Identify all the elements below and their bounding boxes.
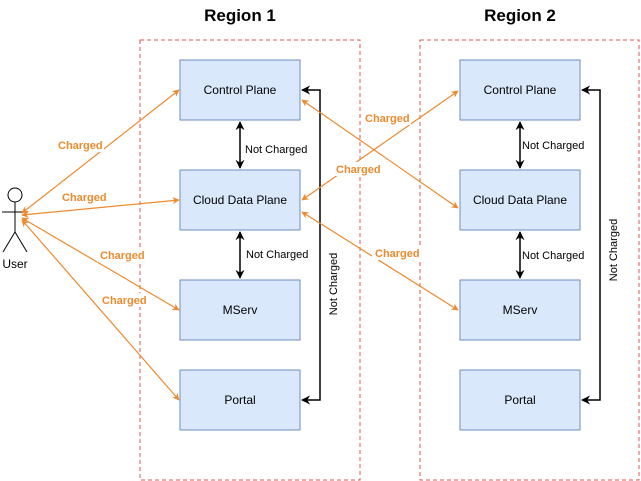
region-2-portal-box [459, 369, 581, 431]
cross-link-2-label-bg [333, 162, 382, 176]
r2-cp-to-r1-cdp-link [301, 90, 459, 201]
region-2-mserv-box [459, 279, 581, 341]
r1-cdp-to-r2-mserv-link [301, 211, 459, 311]
stick-figure-icon [2, 187, 28, 253]
r1-vertical-label: Not Charged [328, 253, 340, 315]
region-1-control-plane-box [179, 59, 301, 121]
user-label: User [2, 257, 27, 271]
region-1-portal-label: Portal [224, 393, 255, 407]
cross-link-2-label: Charged [336, 164, 381, 176]
region-1-cloud-data-plane-box [179, 169, 301, 231]
region-2-portal-label: Portal [504, 393, 535, 407]
user-link-3-label: Charged [100, 250, 145, 262]
user-to-r1-portal-link [21, 219, 180, 401]
region-2-control-plane-label: Control Plane [484, 83, 557, 97]
region-2-title: Region 2 [484, 6, 556, 25]
region-2-cloud-data-plane-label: Cloud Data Plane [473, 193, 567, 207]
region-1-cloud-data-plane-label: Cloud Data Plane [193, 193, 287, 207]
user-link-2-label: Charged [62, 192, 107, 204]
user-link-4-label-bg [99, 293, 148, 307]
r2-cdp-mserv-label: Not Charged [522, 250, 584, 262]
cross-link-3-label-bg [372, 246, 421, 260]
region-1-portal-box [179, 369, 301, 431]
r2-vertical-label-bg [607, 216, 620, 284]
r1-cp-cdp-label: Not Charged [245, 144, 307, 156]
region-1-mserv-box [179, 279, 301, 341]
r2-vertical-label: Not Charged [608, 219, 620, 281]
cross-link-1-label-bg [362, 111, 411, 125]
r2-cp-cdp-label: Not Charged [522, 140, 584, 152]
user-link-3-label-bg [97, 248, 146, 262]
user-link-1-label: Charged [58, 140, 103, 152]
user-link-4-label: Charged [102, 295, 147, 307]
r1-cp-portal-connector [301, 85, 321, 405]
user-to-r1-cloud-data-plane-link [21, 197, 180, 218]
region-2-cloud-data-plane-box [459, 169, 581, 231]
r1-cp-to-r2-cdp-link [301, 99, 459, 209]
cross-link-3-label: Charged [375, 248, 420, 260]
region-1-title: Region 1 [204, 6, 276, 25]
region-1-mserv-label: MServ [223, 303, 258, 317]
region-2-mserv-label: MServ [503, 303, 538, 317]
user-link-2-label-bg [59, 190, 108, 204]
region-1-control-plane-label: Control Plane [204, 83, 277, 97]
user-link-1-label-bg [55, 138, 104, 152]
cross-link-1-label: Charged [365, 113, 410, 125]
region-2-control-plane-box [459, 59, 581, 121]
r2-cp-portal-connector [581, 85, 601, 405]
r1-cdp-mserv-label: Not Charged [246, 249, 308, 261]
